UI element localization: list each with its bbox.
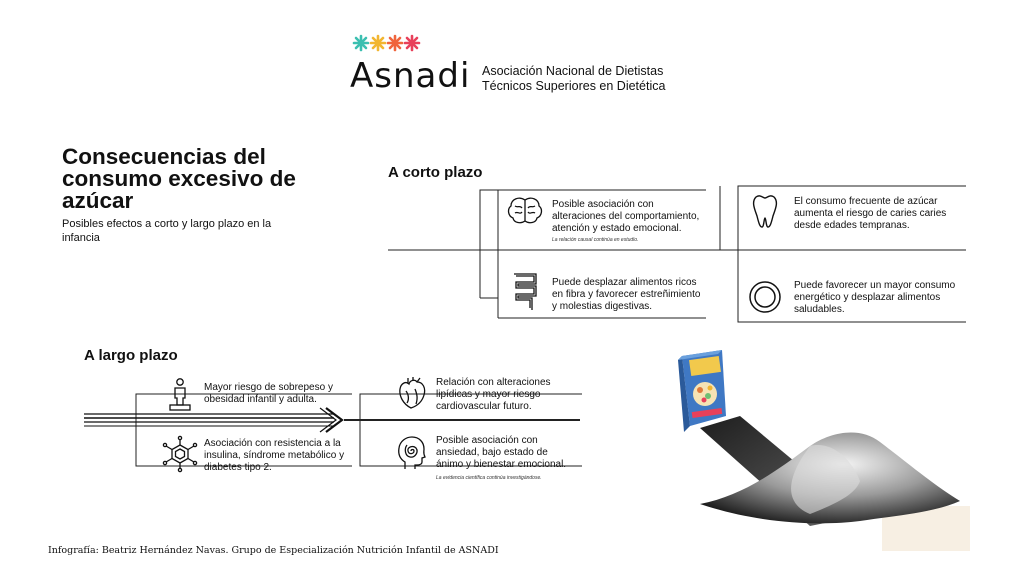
intestine-icon: [514, 273, 537, 310]
org-name-line1: Asociación Nacional de Dietistas: [482, 64, 664, 78]
person-scale-icon: [169, 378, 191, 411]
page-title: Consecuencias del consumo excesivo de az…: [62, 144, 296, 213]
long-term-heading: A largo plazo: [84, 347, 178, 364]
long-item-1-text: Mayor riesgo de sobrepeso y obesidad inf…: [204, 382, 333, 405]
short-term-heading: A corto plazo: [388, 164, 483, 181]
short-item-1-note: La relación causal continúa en estudio.: [552, 237, 639, 243]
short-item-2-text: El consumo frecuente de azúcar aumenta e…: [794, 196, 947, 231]
molecule-icon: [162, 435, 198, 473]
short-item-3-text: Puede desplazar alimentos ricos en fibra…: [552, 277, 701, 312]
long-item-4-note: La evidencia científica continúa investi…: [436, 475, 542, 481]
plate-icon: [749, 281, 781, 313]
short-item-4-text: Puede favorecer un mayor consumo energét…: [794, 280, 956, 315]
cereal-box-sugar-illustration: [678, 350, 970, 551]
long-item-3-text: Relación con alteraciones lipídicas y ma…: [436, 377, 551, 412]
short-item-1-text: Posible asociación con alteraciones del …: [552, 199, 700, 234]
long-item-4: Posible asociación con ansiedad, bajo es…: [436, 435, 576, 481]
short-item-1: Posible asociación con alteraciones del …: [552, 199, 704, 243]
head-spiral-icon: [398, 436, 426, 469]
long-item-2-text: Asociación con resistencia a la insulina…: [204, 438, 345, 473]
heart-icon: [399, 377, 426, 409]
organization-name: Asociación Nacional de Dietistas Técnico…: [482, 64, 665, 94]
logo-stars-icon: [352, 34, 421, 52]
org-name-line2: Técnicos Superiores en Dietética: [482, 79, 666, 93]
brain-icon: [507, 197, 543, 224]
footer-credit: Infografía: Beatriz Hernández Navas. Gru…: [48, 545, 499, 556]
tooth-icon: [752, 195, 778, 228]
page-subtitle: Posibles efectos a corto y largo plazo e…: [62, 218, 272, 244]
long-item-4-text: Posible asociación con ansiedad, bajo es…: [436, 435, 567, 470]
logo-wordmark: Asnadi: [350, 56, 471, 96]
